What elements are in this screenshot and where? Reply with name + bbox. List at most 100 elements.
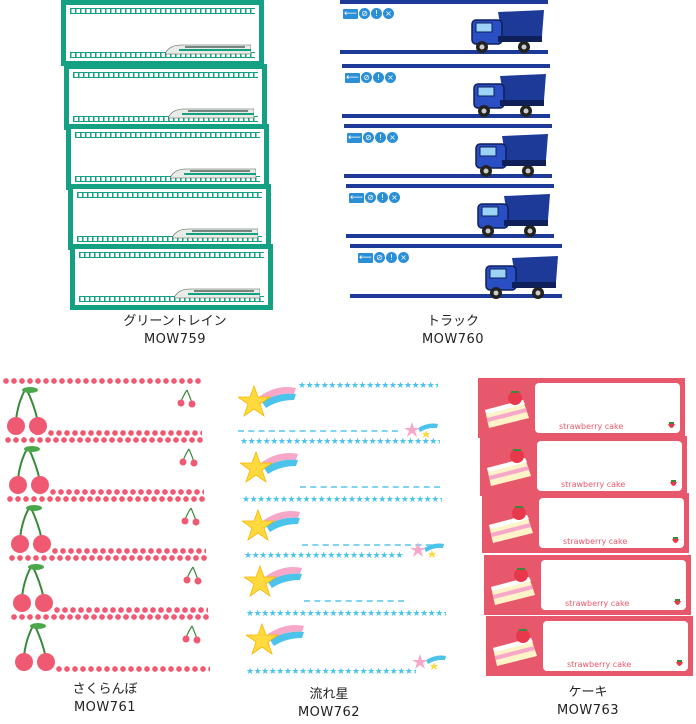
cake-label: strawberry cake [482,493,689,553]
truck-label: ⟵⊘!× [340,0,548,54]
exclamation-icon: ! [375,132,386,143]
cake-slice-icon [487,449,531,486]
shooting-star-label: ★★★★★★★★★★★★★★★★★★★★★★★★★★★★★★★★★★ [236,438,444,496]
arrow-icon: ⟵ [347,132,362,143]
cherry-label [6,496,211,556]
product-name: グリーントレイン [123,314,227,329]
train-icon [168,108,254,119]
cake-slice-icon [489,506,533,543]
product-name: ケーキ [568,685,608,700]
no-icon: ⊘ [361,72,372,83]
cross-icon: × [385,72,396,83]
product-code: MOW760 [421,332,485,347]
cherry-icon [9,446,49,494]
cherry-icon [13,564,53,612]
cake-label-text: strawberry cake [565,599,630,608]
exclamation-icon: ! [371,8,382,19]
truck-label: ⟵⊘!× [344,124,552,178]
cherry-icon [177,389,196,408]
no-icon: ⊘ [365,192,376,203]
shooting-star-label: ★★★★★★★★★★★★★★★★★★★★★★★★★★★★★★★★★★ ★★★★★… [242,610,450,680]
train-icon [170,168,256,179]
cake-label-text: strawberry cake [567,660,632,669]
train-label [66,124,269,190]
product-code: MOW763 [556,703,620,718]
truck-label: ⟵⊘!× [350,244,562,299]
exclamation-icon: ! [377,192,388,203]
product-code: MOW761 [73,700,137,715]
strawberry-icon [668,422,675,428]
arrow-icon: ⟵ [349,192,364,203]
dump-truck-icon [475,134,548,177]
cherry-icon [15,623,55,671]
cherry-icon [179,448,198,467]
cherry-icon [11,505,51,553]
train-label [68,184,271,250]
cake-slice-icon [485,391,529,428]
product-caption: グリーントレイン MOW759 [100,313,250,349]
shooting-star-icon [412,654,446,670]
cake-label-text: strawberry cake [561,480,626,489]
strawberry-icon [670,480,677,486]
shooting-star-icon [410,542,444,558]
cherry-icon [181,507,200,526]
dump-truck-icon [471,10,544,53]
cross-icon: × [383,8,394,19]
product-caption: トラック MOW760 [378,313,528,349]
cake-slice-icon [493,629,537,666]
cherry-label [4,437,209,497]
cake-label: strawberry cake [486,616,693,676]
cherry-label [2,378,207,438]
cross-icon: × [387,132,398,143]
cherry-label [8,555,213,615]
cake-label-text: strawberry cake [559,422,624,431]
shooting-star-label: ★★★★★★★★★★★★★★★★★★★★★★★★★★ [240,542,448,610]
truck-label: ⟵⊘!× [342,64,550,118]
no-icon: ⊘ [374,252,385,263]
cake-label: strawberry cake [480,436,687,496]
train-icon [165,44,251,55]
cake-label-text: strawberry cake [563,537,628,546]
cross-icon: × [398,252,409,263]
no-icon: ⊘ [359,8,370,19]
exclamation-icon: ! [373,72,384,83]
product-name: トラック [426,314,479,329]
cherry-icon [7,387,47,435]
product-caption: ケーキ MOW763 [513,684,663,720]
shooting-star-icon [242,508,300,542]
product-caption: 流れ星 MOW762 [254,686,404,722]
cake-label: strawberry cake [484,555,691,615]
cherry-icon [182,625,201,644]
dump-truck-icon [477,194,550,237]
product-code: MOW762 [297,705,361,720]
cherry-label [10,614,215,674]
no-icon: ⊘ [363,132,374,143]
product-code: MOW759 [143,332,207,347]
dump-truck-icon [485,256,558,299]
train-icon [172,228,258,239]
strawberry-icon [674,599,681,605]
strawberry-icon [672,537,679,543]
product-name: さくらんぼ [72,682,138,697]
exclamation-icon: ! [386,252,397,263]
shooting-star-label: ★★★★★★★★★★★★★★★★★★★★★★★★ [234,380,442,438]
shooting-star-icon [244,564,302,598]
shooting-star-label: ★★★★★★★★★★★★★★★★★★★★★★★★★★★★★★★★★★ [238,496,446,554]
truck-label: ⟵⊘!× [346,184,554,238]
cross-icon: × [389,192,400,203]
train-label [70,244,273,310]
product-caption: さくらんぼ MOW761 [30,681,180,717]
train-label [61,0,264,66]
cake-slice-icon [491,568,535,605]
arrow-icon: ⟵ [343,8,358,19]
arrow-icon: ⟵ [358,252,373,263]
product-name: 流れ星 [309,687,349,702]
shooting-star-icon [238,384,296,418]
shooting-star-icon [240,450,298,484]
cherry-icon [183,566,202,585]
shooting-star-icon [404,422,438,438]
dump-truck-icon [473,74,546,117]
cake-label: strawberry cake [478,378,685,438]
strawberry-icon [676,660,683,666]
train-icon [174,288,260,299]
